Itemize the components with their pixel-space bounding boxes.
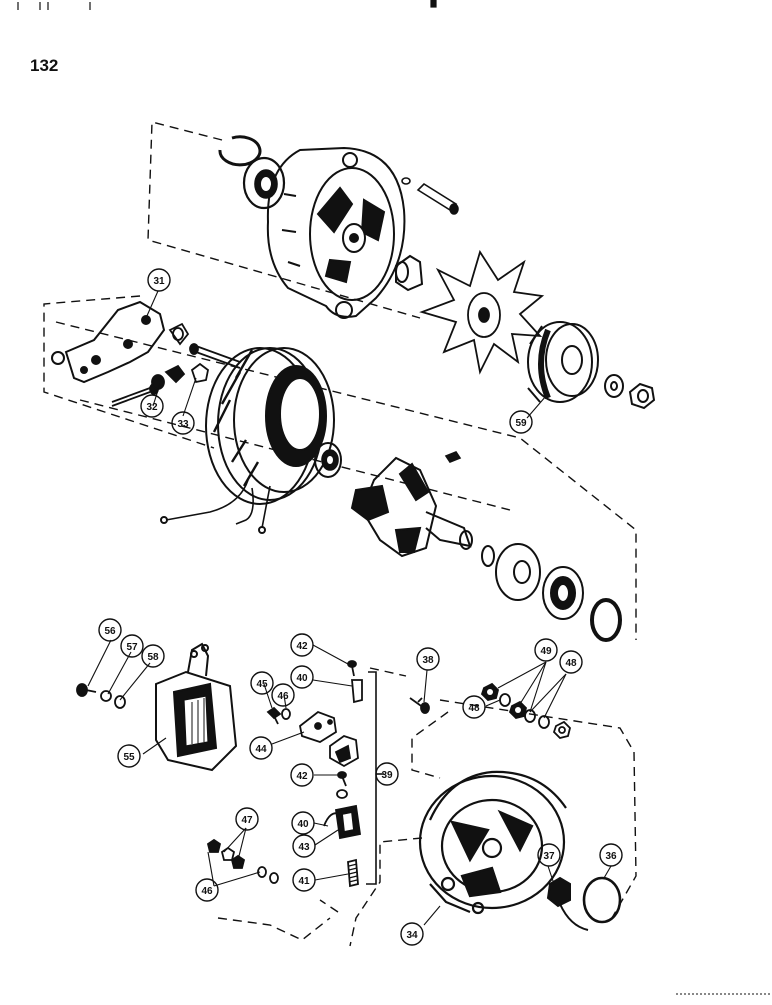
woodruff-key xyxy=(444,451,462,463)
front-housing xyxy=(266,146,406,319)
callout-labels: 31 32 33 59 56 57 58 55 45 46 44 42 40 4… xyxy=(104,276,617,941)
callout-36: 36 xyxy=(605,851,617,862)
callout-39: 39 xyxy=(381,770,393,781)
callout-49: 49 xyxy=(540,646,552,657)
through-bolt xyxy=(401,177,459,215)
callout-41: 41 xyxy=(298,876,310,887)
callout-55: 55 xyxy=(123,752,135,763)
page-number: 132 xyxy=(30,56,59,75)
callout-38: 38 xyxy=(422,655,434,666)
rear-seal-parts xyxy=(546,876,622,931)
small-nuts-washers xyxy=(206,838,279,884)
callout-32: 32 xyxy=(146,402,158,413)
header-marks xyxy=(17,0,437,10)
rear-bearing xyxy=(314,442,342,478)
assembly-guide-lines xyxy=(43,121,637,947)
callout-37: 37 xyxy=(543,851,555,862)
callout-58: 58 xyxy=(147,652,159,663)
callout-44: 44 xyxy=(255,744,267,755)
voltage-regulator xyxy=(155,642,238,772)
pulley xyxy=(527,321,599,403)
callout-40-upper: 40 xyxy=(296,673,308,684)
rotor xyxy=(350,456,473,558)
callout-56: 56 xyxy=(104,626,116,637)
callout-47: 47 xyxy=(241,815,253,826)
callout-48-left: 48 xyxy=(468,703,480,714)
front-bearing xyxy=(242,156,286,210)
mounting-plate xyxy=(51,300,166,384)
cooling-fan xyxy=(419,249,545,375)
callout-42-upper: 42 xyxy=(296,641,308,652)
callout-bubbles xyxy=(98,268,623,946)
spacer-sleeve xyxy=(395,254,424,292)
callout-46-lower: 46 xyxy=(201,886,213,897)
rotor-washers xyxy=(481,543,622,642)
regulator-screw-washers xyxy=(76,683,126,709)
stator-assembly xyxy=(160,347,335,534)
lock-washer-nut xyxy=(604,374,656,410)
callout-31: 31 xyxy=(153,276,165,287)
leader-lines xyxy=(87,290,612,926)
callout-34: 34 xyxy=(406,930,418,941)
callout-45: 45 xyxy=(256,679,268,690)
callout-57: 57 xyxy=(126,642,138,653)
terminal-screw xyxy=(409,697,430,714)
callout-40-lower: 40 xyxy=(297,819,309,830)
callout-43: 43 xyxy=(298,842,310,853)
plate-hardware xyxy=(111,322,241,407)
callout-33: 33 xyxy=(177,419,189,430)
callout-48-right: 48 xyxy=(565,658,577,669)
callout-59: 59 xyxy=(515,418,527,429)
rear-housing xyxy=(418,770,567,915)
bracket-39-line xyxy=(366,671,377,885)
callout-46-upper: 46 xyxy=(277,691,289,702)
callout-42-lower: 42 xyxy=(296,771,308,782)
